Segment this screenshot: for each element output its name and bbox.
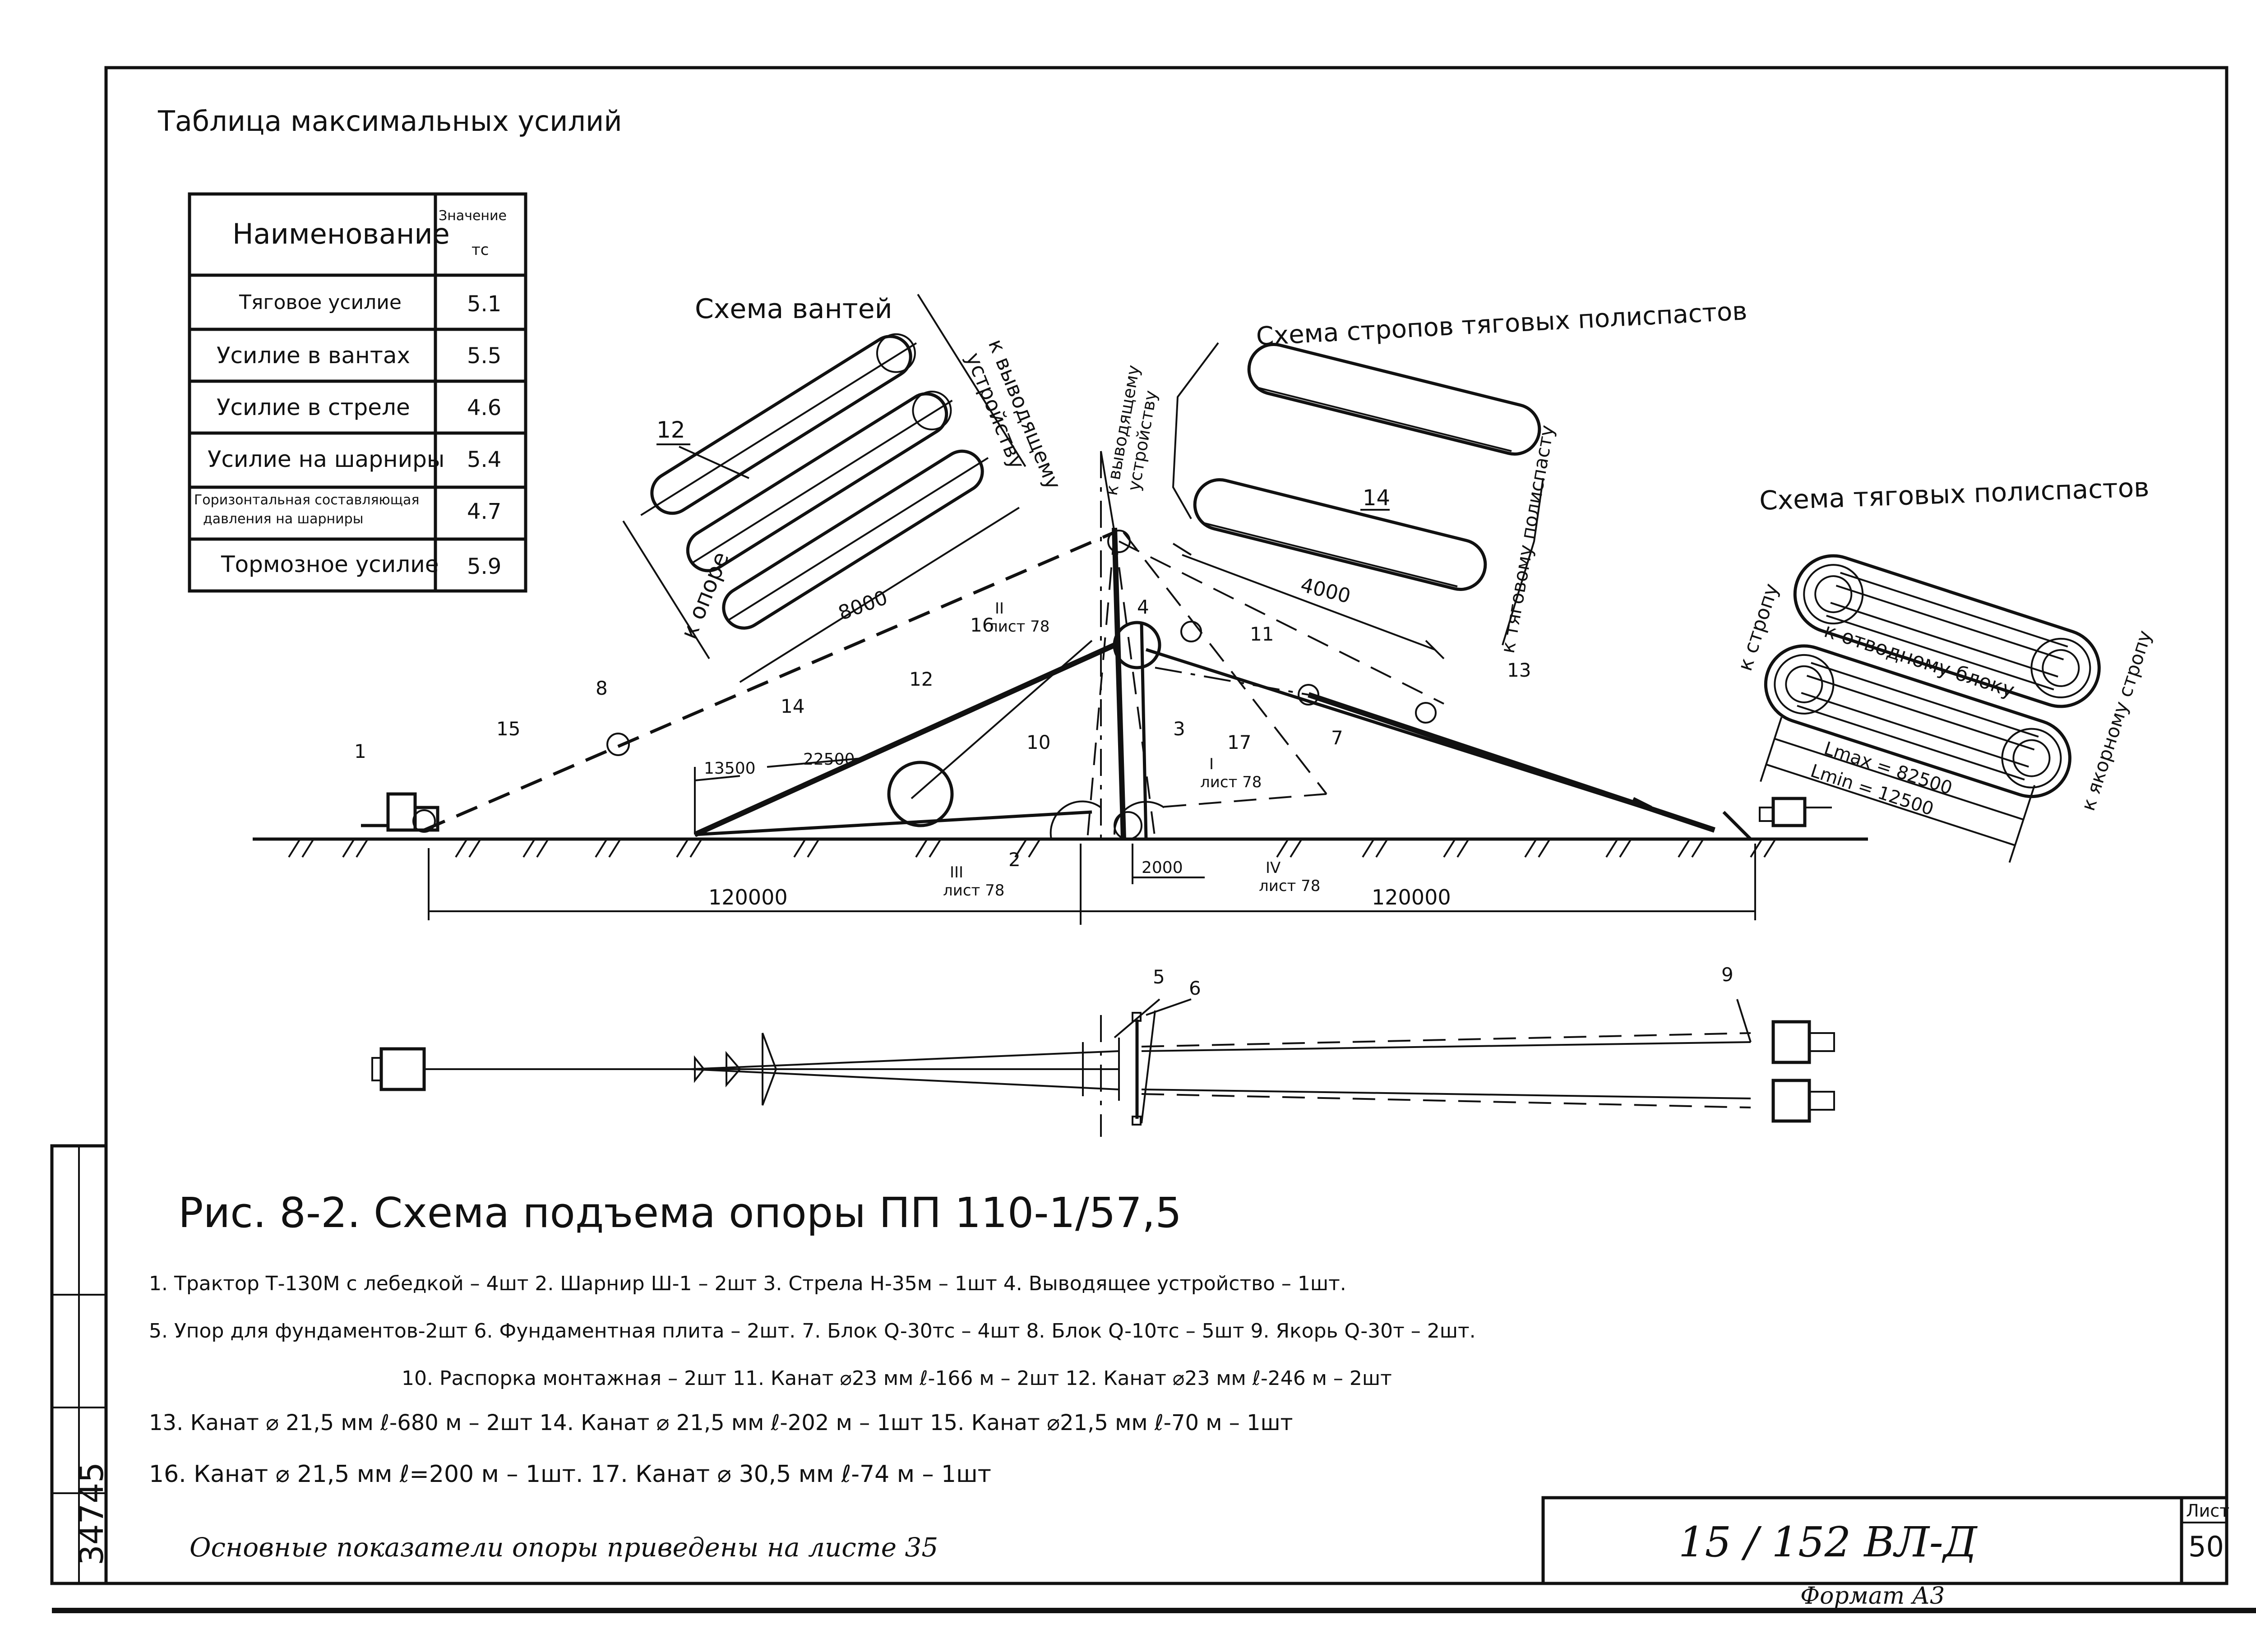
callout-11: 11: [1250, 623, 1274, 645]
table-row-name: Усилие в вантах: [217, 342, 410, 369]
sling-scheme-drawing: [1172, 342, 1541, 660]
guy-scheme-title: Схема вантей: [695, 293, 892, 325]
sling-callout: 14: [1363, 485, 1390, 511]
sling-dimension: 4000: [1298, 573, 1353, 608]
callout-8: 8: [596, 677, 608, 699]
note: Основные показатели опоры приведены на л…: [190, 1532, 938, 1563]
dim-a: 13500: [704, 759, 756, 778]
section-ref-num: II: [995, 600, 1004, 618]
frame: [50, 66, 2256, 1613]
sling-scheme-title: Схема стропов тяговых полиспастов: [1255, 296, 1747, 351]
callout-16: 16: [970, 614, 994, 636]
callout-2: 2: [1008, 849, 1021, 871]
table-header-value: Значение: [439, 208, 507, 224]
dim-b: 22500: [803, 750, 855, 769]
table-row-name: Усилие в стреле: [217, 394, 410, 420]
plan-callout-9: 9: [1721, 964, 1734, 986]
forces-table: [188, 192, 527, 593]
section-ref-num: III: [950, 863, 963, 881]
legend-line: 16. Канат ⌀ 21,5 мм ℓ=200 м – 1шт. 17. К…: [149, 1461, 991, 1488]
callout-3: 3: [1173, 718, 1185, 740]
dim-right-span: 120000: [1372, 885, 1451, 909]
sheet-number: 50: [2188, 1530, 2224, 1563]
sling-label-right: к тяговому полиспасту: [1497, 423, 1558, 655]
plan-drawing: [371, 998, 1835, 1137]
table-row-value: 4.6: [467, 395, 501, 420]
dim-c: 2000: [1142, 858, 1183, 877]
table-row-name-line1: Горизонтальная составляющая: [194, 492, 419, 508]
legend-line: 13. Канат ⌀ 21,5 мм ℓ-680 м – 2шт 14. Ка…: [149, 1410, 1293, 1435]
table-row-value: 5.5: [467, 343, 501, 369]
guy-callout: 12: [656, 417, 685, 443]
table-row-name: Усилие на шарниры: [208, 446, 444, 472]
plan-callout-5: 5: [1153, 966, 1165, 988]
forces-table-title: Таблица максимальных усилий: [157, 105, 622, 138]
table-row-value: 5.4: [467, 447, 501, 472]
pulley-label-right: к якорному стропу: [2077, 628, 2156, 813]
table-header-name: Наименование: [232, 217, 450, 250]
legend-line: 10. Распорка монтажная – 2шт 11. Канат ⌀…: [402, 1367, 1392, 1390]
callout-15: 15: [496, 718, 520, 740]
dim-left-span: 120000: [708, 885, 788, 909]
sheet-label: Лист: [2186, 1501, 2229, 1521]
table-row-name: Тормозное усилие: [221, 551, 439, 577]
pulley-scheme-drawing: [1760, 554, 2101, 863]
table-row-value: 5.1: [467, 291, 501, 317]
inventory-number: 34745: [73, 1462, 111, 1565]
callout-13: 13: [1507, 659, 1531, 681]
section-ref-num: I: [1209, 755, 1214, 773]
section-ref-sheet: лист 78: [1259, 877, 1320, 895]
legend-line: 1. Трактор Т-130М с лебедкой – 4шт 2. Ша…: [149, 1272, 1346, 1295]
table-row-value: 5.9: [467, 554, 501, 579]
guy-dimension: 8000: [835, 586, 891, 625]
guy-scheme-drawing: [622, 294, 1026, 683]
table-row-value: 4.7: [467, 499, 501, 524]
callout-7: 7: [1331, 727, 1343, 749]
guy-label-left: к опоре: [675, 548, 734, 642]
section-ref-sheet: лист 78: [988, 618, 1049, 636]
callout-1: 1: [354, 740, 366, 762]
callout-17: 17: [1227, 731, 1251, 753]
table-row-name: Тяговое усилие: [239, 291, 402, 314]
callout-4: 4: [1137, 596, 1149, 618]
plan-callout-6: 6: [1189, 977, 1201, 999]
format-label: Формат А3: [1800, 1583, 1945, 1610]
callout-12: 12: [909, 668, 933, 690]
legend-line: 5. Упор для фундаментов-2шт 6. Фундамент…: [149, 1320, 1476, 1343]
pulley-scheme-title: Схема тяговых полиспастов: [1759, 472, 2150, 516]
drawing-code: 15 / 152 ВЛ-Д: [1678, 1518, 1978, 1566]
section-ref-sheet: лист 78: [1200, 773, 1262, 791]
callout-14: 14: [781, 695, 804, 717]
section-ref-sheet: лист 78: [943, 881, 1004, 900]
table-row-name-line2: давления на шарниры: [203, 511, 363, 527]
callout-10: 10: [1026, 731, 1050, 753]
figure-caption: Рис. 8-2. Схема подъема опоры ПП 110-1/5…: [178, 1189, 1182, 1237]
section-ref-num: IV: [1266, 859, 1281, 877]
elevation-drawing: [253, 451, 1868, 925]
table-header-unit: тс: [472, 241, 489, 259]
